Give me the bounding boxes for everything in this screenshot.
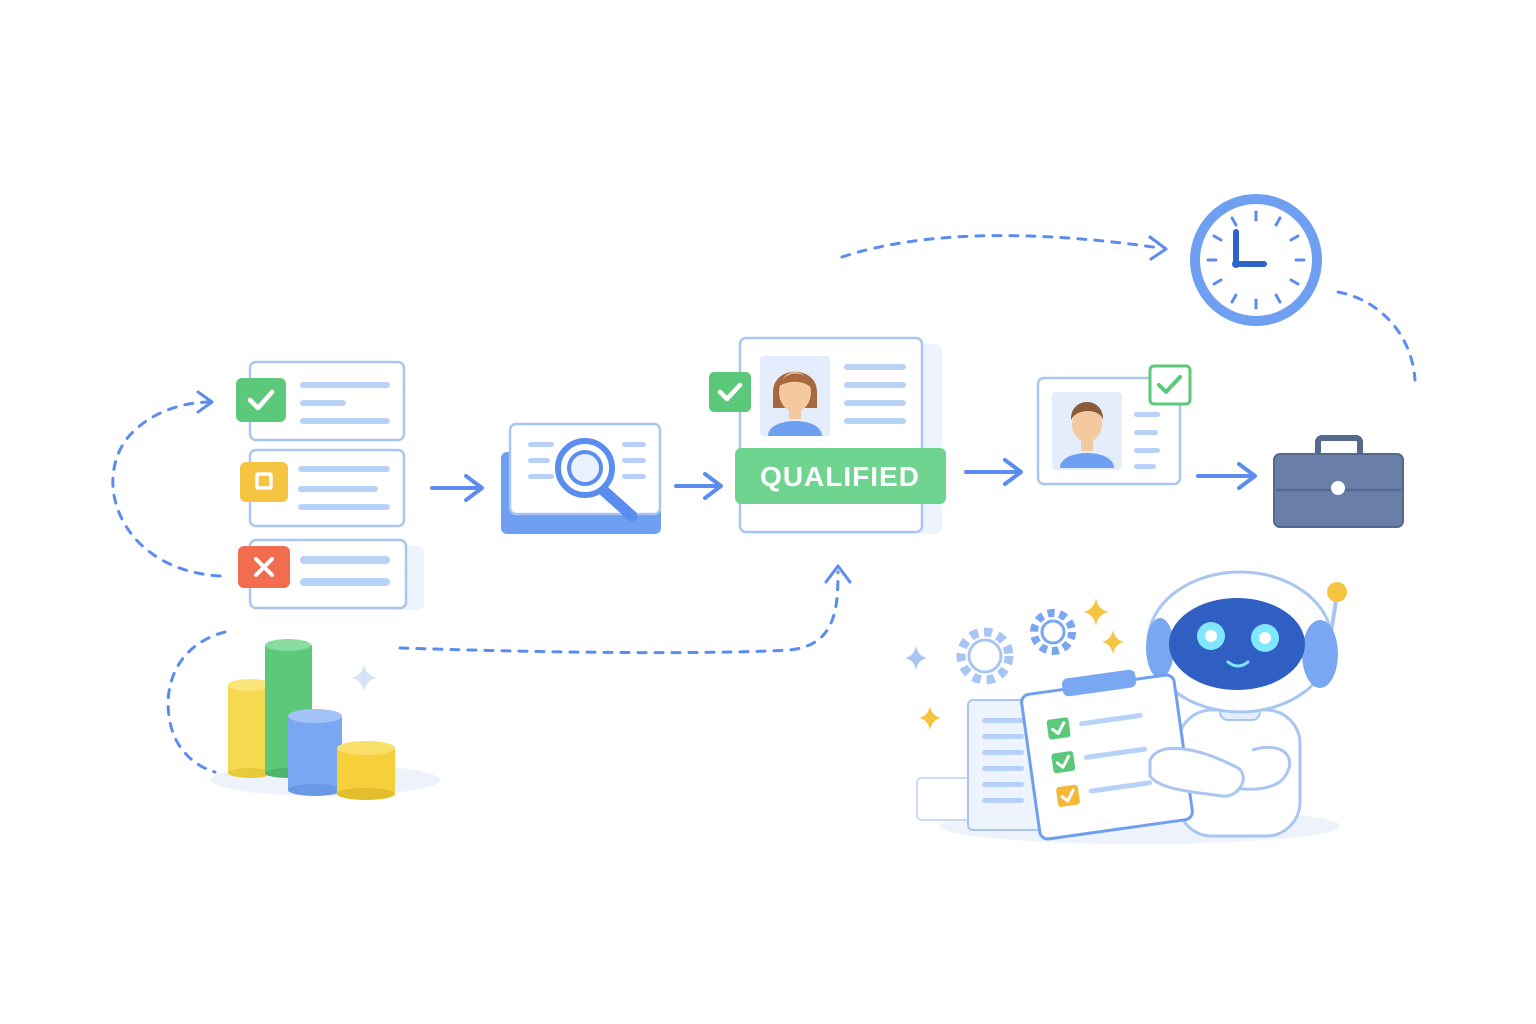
robot-arm <box>1148 747 1245 798</box>
robot-icon <box>1146 570 1347 838</box>
check-icon <box>709 372 751 412</box>
check-icon <box>1046 717 1071 740</box>
sparkle-icon <box>905 646 927 670</box>
arrow-icon <box>196 390 214 414</box>
dashed-connector-clock-down <box>1336 290 1417 382</box>
arrow-icon <box>964 458 1023 486</box>
x-icon <box>238 546 290 588</box>
gear-icon <box>1030 609 1076 655</box>
screening-card <box>501 422 662 534</box>
qualified-label: QUALIFIED <box>760 461 920 492</box>
sparkle-icon <box>351 664 377 692</box>
gear-icon <box>956 627 1014 685</box>
person-icon <box>760 356 830 436</box>
dashed-connector-loop-left <box>111 400 222 578</box>
qualified-badge: QUALIFIED <box>735 448 946 504</box>
sparkle-icon <box>1102 630 1124 654</box>
arrow-icon <box>1148 235 1168 261</box>
dashed-connector-to-clock <box>840 234 1162 259</box>
bar-chart-icon <box>210 639 440 800</box>
check-icon <box>1056 784 1080 807</box>
arrow-icon <box>1196 462 1257 490</box>
candidate-card-rejected <box>238 538 424 610</box>
arrow-icon <box>674 472 723 500</box>
dashed-connector-to-qualified <box>398 570 840 655</box>
check-icon <box>1148 364 1192 406</box>
robot-scene <box>905 570 1347 844</box>
person-icon <box>1052 392 1122 470</box>
candidate-card-pending <box>240 448 406 528</box>
sparkle-icon <box>919 706 941 730</box>
qualified-profile-card: QUALIFIED <box>709 336 946 534</box>
check-icon <box>236 378 286 422</box>
clock-icon <box>1190 194 1322 326</box>
clipboard-icon <box>1020 669 1194 841</box>
candidate-card-approved <box>236 360 406 442</box>
sparkle-icon <box>1083 598 1109 626</box>
arrow-icon <box>824 564 852 584</box>
arrow-icon <box>430 474 484 502</box>
square-icon <box>240 462 288 502</box>
magnifier-icon <box>555 438 638 522</box>
dashed-connector-chart <box>166 630 227 774</box>
briefcase-icon <box>1273 435 1404 528</box>
check-icon <box>1051 751 1076 774</box>
hired-candidate-card <box>1036 364 1192 486</box>
